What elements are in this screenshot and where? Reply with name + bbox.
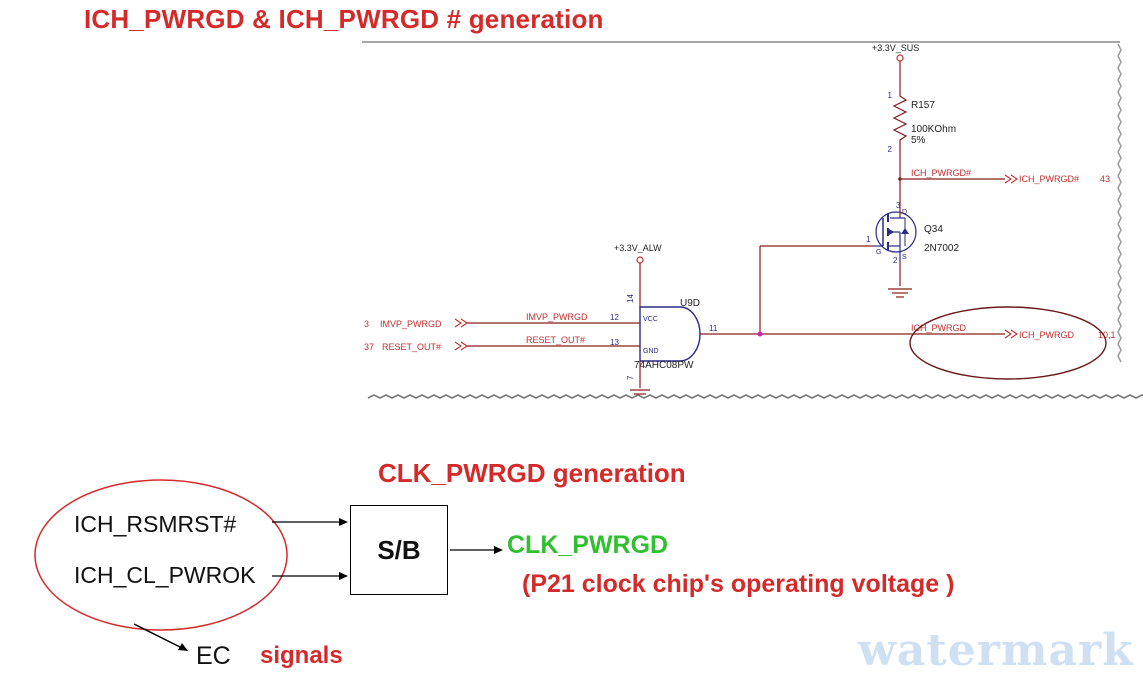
u9d-label-gnd: GND <box>643 348 659 355</box>
schematic-diagram: +3.3V_SUS 1 2 R157 100KOhm 5% ICH_PWRGD#… <box>362 41 1143 399</box>
q34-mosfet: 3 D 1 G 2 S Q34 2N7002 <box>866 201 959 265</box>
ich-pwrgd-ref: 10,1 <box>1098 330 1116 340</box>
u9d-pin-vcc: 14 <box>626 294 635 303</box>
u9d-pin-gnd: 7 <box>626 375 635 380</box>
ich-pwrgd-n-net: ICH_PWRGD# ICH_PWRGD# 43 <box>898 168 1110 184</box>
ec-label: EC <box>196 642 231 670</box>
ich-pwrgd-n-port: ICH_PWRGD# <box>1019 174 1079 184</box>
q34-label-s: S <box>902 254 907 261</box>
watermark-text: watermark <box>858 625 1134 676</box>
clk-pwrgd-output: CLK_PWRGD <box>507 531 669 559</box>
u9d-and-gate: VCC GND U9D 74AHC08PW 7 <box>626 298 701 395</box>
sus-rail: +3.3V_SUS <box>872 43 919 92</box>
reset-port: RESET_OUT# <box>382 342 441 352</box>
ich-pwrgd-net: 11 ICH_PWRGD ICH_PWRGD 10,1 <box>700 306 1116 380</box>
r157-value: 100KOhm <box>911 124 956 135</box>
clock-chip-note: (P21 clock chip's operating voltage ) <box>522 570 955 598</box>
r157-pin2: 2 <box>888 145 893 154</box>
ich-pwrgd-highlight-ellipse <box>909 306 1107 380</box>
r157-resistor: 1 2 R157 100KOhm 5% <box>888 91 956 208</box>
q34-pin-d: 3 <box>896 201 901 210</box>
sb-block: S/B <box>350 505 448 595</box>
alw-rail: +3.3V_ALW 14 <box>614 243 662 307</box>
u9d-pin-b: 13 <box>610 338 619 347</box>
u9d-pin-y: 11 <box>709 324 718 333</box>
clk-pwrgd-title: CLK_PWRGD generation <box>378 458 686 488</box>
imvp-pwrgd-net: 3 IMVP_PWRGD IMVP_PWRGD 12 <box>364 312 640 329</box>
q34-pin-s: 2 <box>893 256 898 265</box>
u9d-label-vcc: VCC <box>643 316 658 323</box>
inputs-highlight-ellipse <box>34 479 288 631</box>
ich-pwrgd-wire-label: ICH_PWRGD <box>911 323 967 333</box>
input-ich-cl-pwrok: ICH_CL_PWROK <box>74 562 256 588</box>
sus-rail-label: +3.3V_SUS <box>872 43 919 53</box>
r157-ref: R157 <box>911 100 935 111</box>
r157-pin1: 1 <box>888 91 893 100</box>
q34-pin-g: 1 <box>866 235 871 244</box>
imvp-wire-label: IMVP_PWRGD <box>526 312 588 322</box>
signals-label: signals <box>260 642 343 669</box>
ich-pwrgd-port: ICH_PWRGD <box>1019 330 1075 340</box>
sb-block-label: S/B <box>377 534 421 565</box>
ich-pwrgd-n-wire-label: ICH_PWRGD# <box>911 168 971 178</box>
q34-label-g: G <box>876 249 881 256</box>
u9d-pin-a: 12 <box>610 313 619 322</box>
imvp-ref: 3 <box>364 319 369 329</box>
q34-ref: Q34 <box>924 224 943 235</box>
u9d-ref: U9D <box>680 298 700 309</box>
u9d-part: 74AHC08PW <box>634 360 694 371</box>
alw-rail-label: +3.3V_ALW <box>614 243 662 253</box>
ich-pwrgd-n-ref: 43 <box>1100 174 1110 184</box>
imvp-port: IMVP_PWRGD <box>380 319 442 329</box>
reset-out-net: 37 RESET_OUT# RESET_OUT# 13 <box>364 335 640 352</box>
reset-wire-label: RESET_OUT# <box>526 335 585 345</box>
r157-tol: 5% <box>911 135 926 146</box>
main-title: ICH_PWRGD & ICH_PWRGD # generation <box>84 4 604 34</box>
q34-part: 2N7002 <box>924 243 959 254</box>
input-ich-rsmrst: ICH_RSMRST# <box>74 511 237 537</box>
q34-label-d: D <box>902 209 907 216</box>
q34-ground <box>888 262 912 298</box>
reset-ref: 37 <box>364 342 374 352</box>
